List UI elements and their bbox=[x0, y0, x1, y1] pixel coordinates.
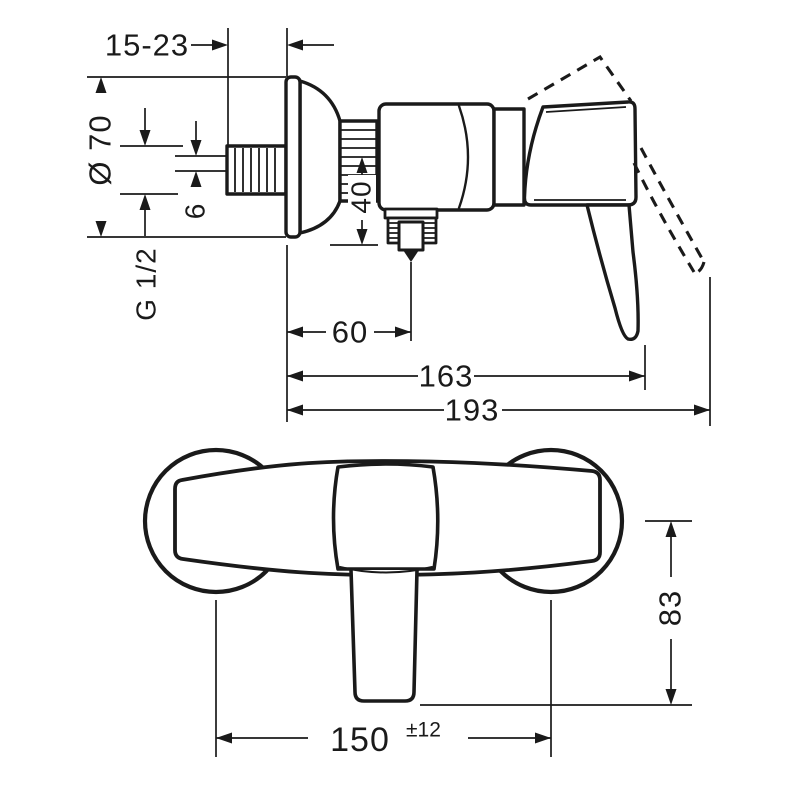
arrowhead-up bbox=[665, 521, 677, 537]
raised-lever-lower-edge bbox=[632, 162, 696, 273]
grip-block-front bbox=[331, 462, 440, 571]
threaded-nipple bbox=[225, 144, 288, 196]
raised-lever-upper-edge bbox=[639, 147, 706, 263]
arrowhead-up bbox=[95, 77, 107, 93]
handle-grip bbox=[522, 100, 638, 207]
dim-label-outlet-distance: 60 bbox=[332, 315, 368, 350]
arrowhead-down bbox=[190, 140, 202, 156]
dim-hole-distance: 150 ±12 bbox=[215, 600, 552, 760]
water-flow-arrow bbox=[403, 250, 419, 262]
dim-label-handle-reach: 163 bbox=[419, 359, 474, 394]
label-backing bbox=[326, 317, 374, 347]
arrowhead-left bbox=[287, 404, 303, 416]
arrowhead-left bbox=[287, 326, 303, 338]
lever-front-fill bbox=[351, 570, 417, 701]
arrowhead-right bbox=[694, 404, 710, 416]
pipe-stub-outline bbox=[175, 155, 227, 172]
valve-body bbox=[377, 102, 526, 212]
grip-edge-lines bbox=[534, 106, 627, 201]
dim-label-hole-distance: 150 bbox=[330, 721, 390, 759]
dim-escutcheon-diameter: Ø 70 bbox=[83, 77, 118, 237]
dim-label-outlet-drop: 40 bbox=[346, 180, 377, 213]
dim-label-pipe-offset: 6 bbox=[180, 203, 211, 220]
body-dome-line bbox=[457, 104, 470, 210]
arrowhead-left bbox=[287, 39, 303, 51]
faceplate bbox=[284, 75, 302, 239]
lever-front-outline bbox=[349, 568, 419, 703]
arrowhead-left bbox=[216, 732, 232, 744]
thread-ribs bbox=[234, 148, 276, 192]
arrowhead-right bbox=[629, 370, 645, 382]
label-backing bbox=[653, 577, 689, 639]
dim-outlet-distance: 60 bbox=[286, 245, 411, 422]
dim-label-escutcheon-diameter: Ø 70 bbox=[83, 114, 118, 185]
dim-label-hole-tolerance: ±12 bbox=[406, 719, 441, 742]
handle-raised-dashed bbox=[527, 54, 706, 275]
body-shell bbox=[377, 102, 496, 212]
dim-lever-drop: 83 bbox=[420, 520, 692, 706]
arrowhead-right bbox=[395, 326, 411, 338]
label-backing bbox=[348, 175, 376, 220]
dim-max-reach: 193 bbox=[287, 277, 711, 428]
dim-handle-reach: 163 bbox=[287, 345, 646, 394]
arrowhead-right bbox=[535, 732, 551, 744]
water-outlet bbox=[383, 207, 439, 341]
dim-thread-size: G 1/2 bbox=[131, 108, 162, 321]
supply-pipe bbox=[175, 155, 227, 172]
arrowhead-up bbox=[356, 157, 368, 173]
dim-pipe-offset: 6 bbox=[180, 121, 211, 219]
extension-lines bbox=[87, 28, 378, 246]
raised-lever-tip bbox=[692, 261, 706, 275]
dim-label-thread-size: G 1/2 bbox=[131, 247, 162, 320]
label-backing bbox=[308, 716, 468, 760]
dim-wall-distance: 15-23 bbox=[105, 28, 334, 63]
arrowhead-right bbox=[212, 39, 228, 51]
arrowhead-down bbox=[665, 689, 677, 705]
dim-label-lever-drop: 83 bbox=[653, 590, 688, 626]
dim-label-max-reach: 193 bbox=[445, 393, 500, 428]
outlet-nozzle bbox=[397, 220, 425, 252]
arrowhead-up bbox=[139, 194, 151, 210]
grip-block-bottom-curve bbox=[339, 566, 433, 574]
handle-lever bbox=[585, 203, 640, 342]
bell-body bbox=[298, 79, 342, 235]
label-backing bbox=[418, 361, 474, 391]
front-view: 150 ±12 83 bbox=[142, 447, 692, 760]
dim-outlet-drop: 40 bbox=[346, 157, 377, 245]
label-backing bbox=[444, 395, 502, 425]
arrowhead-left bbox=[287, 370, 303, 382]
arrowhead-down bbox=[139, 130, 151, 146]
lever-handle-side bbox=[522, 100, 640, 342]
arrowhead-down bbox=[356, 229, 368, 245]
arrowhead-down bbox=[95, 221, 107, 237]
side-view: 15-23 Ø 70 G 1/2 6 bbox=[83, 28, 711, 428]
raised-grip-outline bbox=[527, 54, 633, 102]
arrowhead-up bbox=[190, 171, 202, 187]
handle-hub bbox=[492, 107, 526, 207]
dim-label-wall-distance: 15-23 bbox=[105, 28, 189, 63]
